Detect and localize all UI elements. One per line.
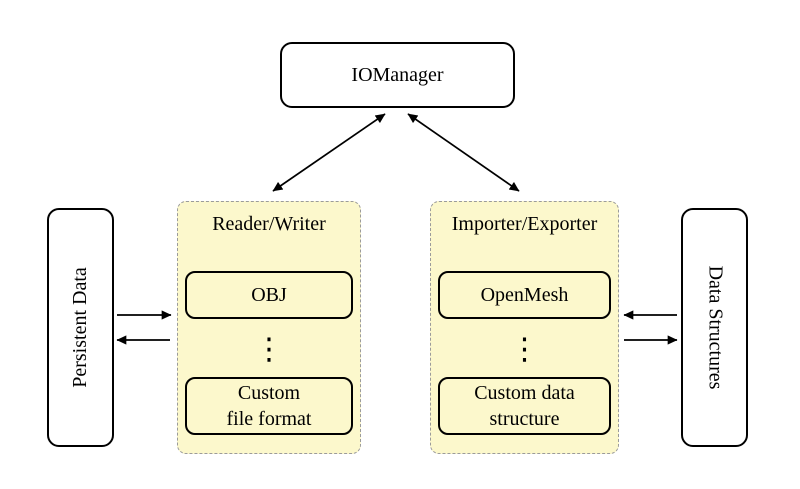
custom-data-structure-line1: Custom data <box>474 382 575 404</box>
node-persistent-data: Persistent Data <box>47 208 114 447</box>
custom-data-structure-line2: structure <box>489 408 560 430</box>
node-custom-data-structure: Custom data structure <box>438 377 611 435</box>
reader-writer-title: Reader/Writer <box>212 213 326 235</box>
node-data-structures: Data Structures <box>681 208 748 447</box>
vertical-ellipsis-icon: ⋮ <box>509 332 540 367</box>
persistent-data-label: Persistent Data <box>69 267 91 388</box>
group-importer-exporter: Importer/Exporter OpenMesh ⋮ Custom data… <box>430 201 619 454</box>
iomanager-label: IOManager <box>351 63 444 86</box>
node-openmesh: OpenMesh <box>438 271 611 319</box>
obj-label: OBJ <box>251 284 287 306</box>
node-obj: OBJ <box>185 271 353 319</box>
custom-file-format-line2: file format <box>226 408 312 430</box>
group-reader-writer: Reader/Writer OBJ ⋮ Custom file format <box>177 201 361 454</box>
custom-file-format-line1: Custom <box>237 382 301 404</box>
arrow-iomanager-readerwriter <box>272 113 386 192</box>
arrow-iomanager-importerexporter <box>407 113 520 192</box>
data-structures-label: Data Structures <box>704 265 727 390</box>
node-custom-file-format: Custom file format <box>185 377 353 435</box>
vertical-ellipsis-icon: ⋮ <box>254 332 284 367</box>
importer-exporter-title: Importer/Exporter <box>451 213 598 235</box>
openmesh-label: OpenMesh <box>480 284 569 306</box>
node-iomanager: IOManager <box>280 42 515 108</box>
